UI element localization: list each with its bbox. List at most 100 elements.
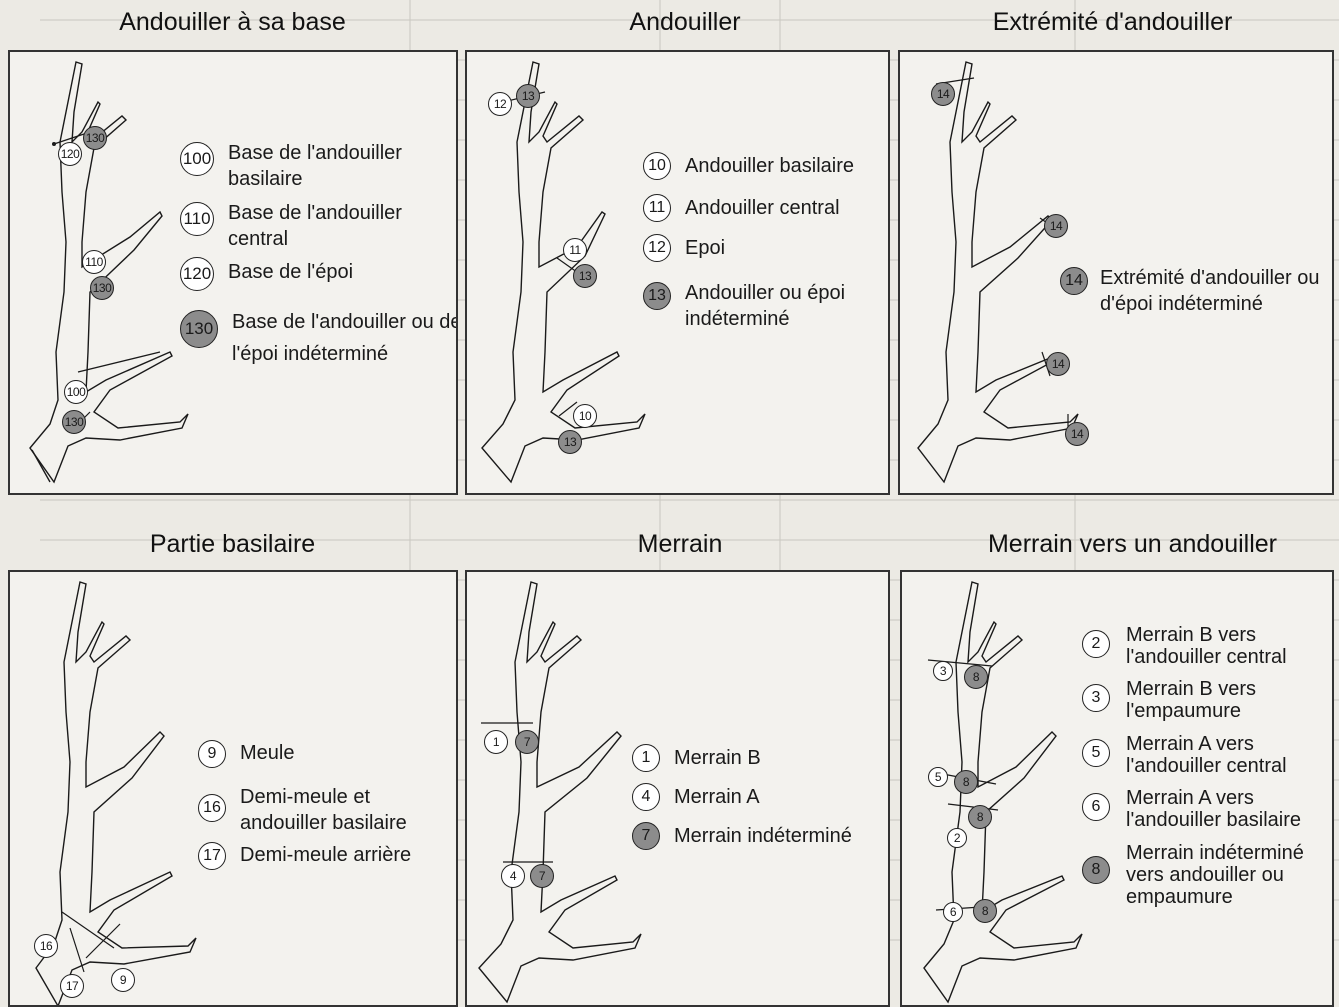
marker-14: 14 [1044,214,1068,238]
marker-8: 8 [954,770,978,794]
marker-130: 130 [62,410,86,434]
panel-title-extremite: Extrémité d'andouiller [920,8,1305,37]
legend-badge: 100 [180,142,214,176]
legend-item-9: 9 Meule [198,740,450,768]
legend-label: Andouiller central [685,195,890,221]
legend-item-12: 12 Epoi [643,234,890,262]
panel-title-andouiller-base: Andouiller à sa base [60,8,405,37]
legend-badge: 14 [1060,267,1088,295]
legend-label: Epoi [685,235,890,261]
legend-label: Merrain A vers l'andouiller central [1126,733,1334,777]
marker-2: 2 [947,828,967,848]
legend-badge: 10 [643,152,671,180]
legend-label: Meule [240,740,450,766]
legend-label: Andouiller basilaire [685,153,890,179]
marker-8: 8 [968,805,992,829]
legend-item-5: 5 Merrain A vers l'andouiller central [1082,739,1334,777]
legend-badge: 5 [1082,739,1110,767]
legend-badge: 16 [198,794,226,822]
marker-5: 5 [928,767,948,787]
panel-extremite-andouiller: 14 14 14 14 14 Extrémité d'andouiller ou… [898,50,1334,495]
marker-120: 120 [58,142,82,166]
panel-title-andouiller: Andouiller [515,8,855,37]
marker-13: 13 [573,264,597,288]
marker-14: 14 [1065,422,1089,446]
legend-item-14: 14 Extrémité d'andouiller ou d'époi indé… [1060,267,1330,317]
marker-130: 130 [90,276,114,300]
legend-badge: 17 [198,842,226,870]
legend-item-6: 6 Merrain A vers l'andouiller basilaire [1082,793,1334,831]
legend-badge: 4 [632,783,660,811]
legend-badge: 7 [632,822,660,850]
legend-item-8: 8 Merrain indéterminé vers andouiller ou… [1082,856,1326,908]
legend-item-17: 17 Demi-meule arrière [198,842,450,870]
marker-11: 11 [563,238,587,262]
legend-item-130: 130 Base de l'andouiller ou de l'époi in… [180,310,458,370]
marker-4: 4 [501,864,525,888]
legend-badge: 8 [1082,856,1110,884]
legend-label: Base de l'andouiller central [228,200,448,252]
legend-label: Merrain A vers l'andouiller basilaire [1126,787,1334,831]
legend-badge: 110 [180,202,214,236]
panel-title-partie-basilaire: Partie basilaire [60,530,405,559]
legend-item-100: 100 Base de l'andouiller basilaire [180,142,448,192]
legend-item-2: 2 Merrain B vers l'andouiller central [1082,630,1334,668]
legend-item-11: 11 Andouiller central [643,194,890,222]
legend-badge: 130 [180,310,218,348]
legend-badge: 120 [180,257,214,291]
legend-badge: 12 [643,234,671,262]
marker-110: 110 [82,250,106,274]
marker-9: 9 [111,968,135,992]
legend-label: Merrain A [674,784,884,810]
marker-17: 17 [60,974,84,998]
legend-badge: 3 [1082,684,1110,712]
marker-3: 3 [933,661,953,681]
marker-14: 14 [1046,352,1070,376]
marker-7: 7 [530,864,554,888]
marker-13: 13 [558,430,582,454]
marker-12: 12 [488,92,512,116]
marker-10: 10 [573,404,597,428]
legend-item-120: 120 Base de l'époi [180,257,448,291]
antler-drawing [467,52,890,495]
marker-130: 130 [83,126,107,150]
legend-label: Andouiller ou époi indéterminé [685,280,885,332]
legend-badge: 9 [198,740,226,768]
legend-item-7: 7 Merrain indéterminé [632,822,884,850]
legend-item-3: 3 Merrain B vers l'empaumure [1082,684,1334,722]
panel-partie-basilaire: 16 17 9 9 Meule 16 Demi-meule et andouil… [8,570,458,1007]
legend-item-10: 10 Andouiller basilaire [643,152,890,180]
legend-badge: 6 [1082,793,1110,821]
legend-item-16: 16 Demi-meule et andouiller basilaire [198,794,450,836]
panel-merrain-vers-andouiller: 3 8 5 8 8 2 6 8 2 Merrain B vers l'andou… [900,570,1334,1007]
marker-7: 7 [515,730,539,754]
legend-item-110: 110 Base de l'andouiller central [180,202,448,252]
marker-13: 13 [516,84,540,108]
legend-item-13: 13 Andouiller ou époi indéterminé [643,282,885,332]
legend-label: Merrain B [674,745,884,771]
panel-title-merrain: Merrain [515,530,845,559]
legend-label: Base de l'andouiller basilaire [228,140,448,192]
legend-label: Merrain indéterminé vers andouiller ou e… [1126,842,1326,908]
legend-label: Demi-meule et andouiller basilaire [240,784,450,836]
marker-6: 6 [943,902,963,922]
marker-8: 8 [964,665,988,689]
legend-badge: 11 [643,194,671,222]
legend-badge: 2 [1082,630,1110,658]
marker-1: 1 [484,730,508,754]
legend-item-4: 4 Merrain A [632,783,884,811]
legend-label: Extrémité d'andouiller ou d'époi indéter… [1100,265,1330,317]
marker-16: 16 [34,934,58,958]
marker-100: 100 [64,380,88,404]
legend-badge: 1 [632,744,660,772]
panel-andouiller: 12 13 11 13 10 13 10 Andouiller basilair… [465,50,890,495]
marker-14: 14 [931,82,955,106]
panel-title-merrain-vers-andouiller: Merrain vers un andouiller [920,530,1339,559]
legend-label: Merrain indéterminé [674,823,884,849]
marker-8: 8 [973,899,997,923]
panel-andouiller-base: 130 120 110 130 100 130 100 Base de l'an… [8,50,458,495]
legend-label: Merrain B vers l'andouiller central [1126,624,1334,668]
legend-item-1: 1 Merrain B [632,744,884,772]
legend-label: Merrain B vers l'empaumure [1126,678,1334,722]
legend-badge: 13 [643,282,671,310]
